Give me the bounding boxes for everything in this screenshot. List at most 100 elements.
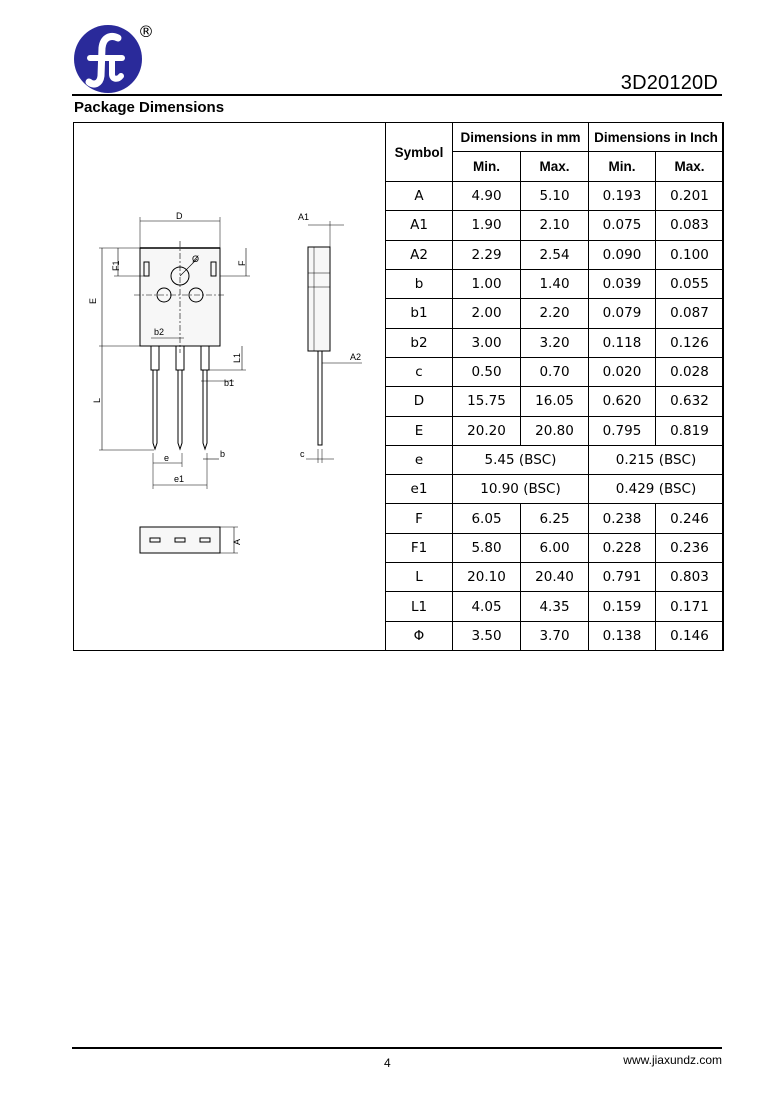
- symbol-cell: A2: [385, 239, 453, 270]
- symbol-cell: Φ: [385, 620, 453, 652]
- inch-min-cell: 0.138: [588, 620, 656, 652]
- mm-max-cell: 3.70: [520, 620, 589, 652]
- inch-max-cell: 0.100: [655, 239, 724, 270]
- inch-min-cell: 0.791: [588, 562, 656, 593]
- inch-min-cell: 0.228: [588, 532, 656, 564]
- mm-min-cell: 15.75: [452, 386, 521, 417]
- symbol-cell: A1: [385, 210, 453, 241]
- mm-max-cell: 6.25: [520, 503, 589, 534]
- dim-label-b: b: [220, 449, 225, 459]
- inch-max-cell: 0.632: [655, 386, 724, 417]
- symbol-cell: b: [385, 268, 453, 300]
- mm-bsc-cell: 10.90 (BSC): [452, 474, 589, 505]
- symbol-cell: L: [385, 562, 453, 593]
- mm-max-cell: 1.40: [520, 268, 589, 300]
- inch-max-cell: 0.246: [655, 503, 724, 534]
- mm-min-cell: 2.00: [452, 298, 521, 329]
- inch-max-cell: 0.819: [655, 415, 724, 446]
- inch-min-cell: 0.620: [588, 386, 656, 417]
- mm-max-cell: 4.35: [520, 591, 589, 622]
- inch-header: Dimensions in Inch: [588, 122, 724, 152]
- section-title: Package Dimensions: [74, 99, 225, 116]
- dim-label-phi: Ø: [192, 254, 199, 264]
- inch-max-header: Max.: [655, 151, 724, 182]
- mm-max-cell: 2.20: [520, 298, 589, 329]
- mm-min-cell: 2.29: [452, 239, 521, 270]
- dim-label-b1: b1: [224, 378, 234, 388]
- mm-max-header: Max.: [520, 151, 589, 182]
- registered-mark: ®: [138, 22, 154, 41]
- inch-min-cell: 0.159: [588, 591, 656, 622]
- page-number: 4: [384, 1056, 391, 1070]
- mm-min-cell: 1.00: [452, 268, 521, 300]
- inch-max-cell: 0.146: [655, 620, 724, 652]
- symbol-header: Symbol: [385, 122, 453, 182]
- mm-max-cell: 2.54: [520, 239, 589, 270]
- inch-max-cell: 0.028: [655, 356, 724, 388]
- symbol-cell: A: [385, 180, 453, 212]
- mm-max-cell: 3.20: [520, 327, 589, 358]
- mm-max-cell: 16.05: [520, 386, 589, 417]
- inch-max-cell: 0.803: [655, 562, 724, 593]
- inch-max-cell: 0.201: [655, 180, 724, 212]
- header-rule: [72, 94, 722, 96]
- inch-min-cell: 0.039: [588, 268, 656, 300]
- mm-min-cell: 20.10: [452, 562, 521, 593]
- symbol-cell: E: [385, 415, 453, 446]
- inch-min-cell: 0.075: [588, 210, 656, 241]
- inch-min-cell: 0.795: [588, 415, 656, 446]
- dim-label-E: E: [88, 298, 98, 304]
- mm-min-cell: 1.90: [452, 210, 521, 241]
- inch-max-cell: 0.171: [655, 591, 724, 622]
- inch-min-cell: 0.020: [588, 356, 656, 388]
- symbol-cell: b2: [385, 327, 453, 358]
- inch-min-cell: 0.193: [588, 180, 656, 212]
- mm-max-cell: 0.70: [520, 356, 589, 388]
- mm-min-cell: 4.90: [452, 180, 521, 212]
- package-drawing: D A1 F1 F Ø E b2 L1 A2 b1 L e b c e1 A: [88, 211, 362, 554]
- dim-label-F: F: [237, 260, 247, 266]
- dimensions-table: Symbol Dimensions in mm Dimensions in In…: [385, 122, 724, 652]
- dim-label-L: L: [92, 398, 102, 403]
- inch-min-cell: 0.090: [588, 239, 656, 270]
- dim-label-A: A: [232, 539, 242, 545]
- mm-min-cell: 6.05: [452, 503, 521, 534]
- mm-min-cell: 0.50: [452, 356, 521, 388]
- inch-min-header: Min.: [588, 151, 656, 182]
- dim-label-c: c: [300, 449, 305, 459]
- inch-bsc-cell: 0.215 (BSC): [588, 444, 724, 476]
- symbol-cell: c: [385, 356, 453, 388]
- mm-header: Dimensions in mm: [452, 122, 589, 152]
- inch-min-cell: 0.238: [588, 503, 656, 534]
- footer-rule: [72, 1047, 722, 1049]
- dim-label-L1: L1: [232, 353, 242, 363]
- dim-label-A1: A1: [298, 212, 309, 222]
- mm-min-cell: 4.05: [452, 591, 521, 622]
- inch-max-cell: 0.083: [655, 210, 724, 241]
- symbol-cell: F1: [385, 532, 453, 564]
- mm-max-cell: 20.40: [520, 562, 589, 593]
- symbol-cell: F: [385, 503, 453, 534]
- mm-min-cell: 5.80: [452, 532, 521, 564]
- inch-max-cell: 0.236: [655, 532, 724, 564]
- mm-max-cell: 5.10: [520, 180, 589, 212]
- inch-bsc-cell: 0.429 (BSC): [588, 474, 724, 505]
- inch-max-cell: 0.087: [655, 298, 724, 329]
- dim-label-e1: e1: [174, 474, 184, 484]
- symbol-cell: e1: [385, 474, 453, 505]
- mm-min-cell: 3.50: [452, 620, 521, 652]
- inch-min-cell: 0.118: [588, 327, 656, 358]
- mm-bsc-cell: 5.45 (BSC): [452, 444, 589, 476]
- dim-label-b2: b2: [154, 327, 164, 337]
